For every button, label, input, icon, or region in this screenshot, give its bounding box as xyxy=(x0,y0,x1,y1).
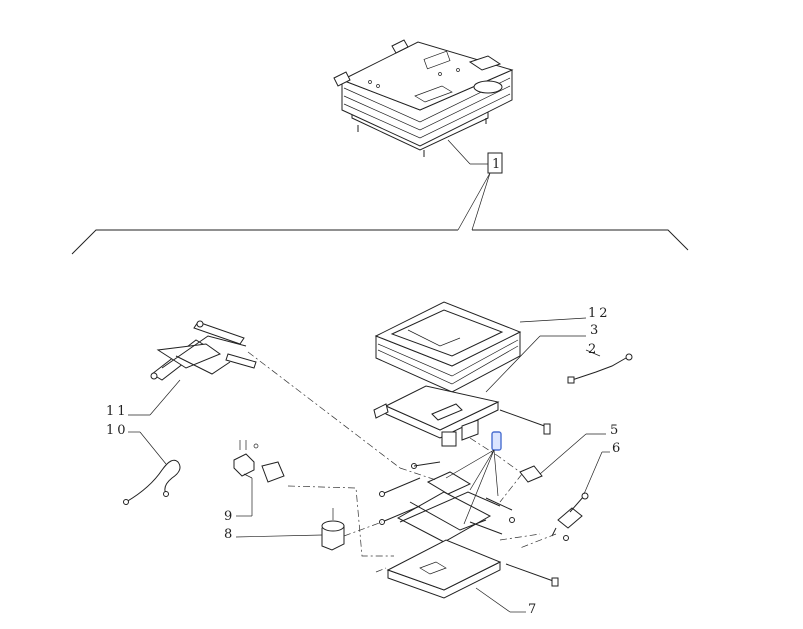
callout-7[interactable]: 7 xyxy=(475,587,539,617)
explode-bracket xyxy=(71,229,689,255)
callout-8[interactable]: 8 xyxy=(224,527,323,542)
part-6-shock-absorber[interactable] xyxy=(551,492,589,541)
part-5-block[interactable] xyxy=(519,465,543,483)
callout-1-label: 1 xyxy=(492,157,500,172)
part-2-lever[interactable] xyxy=(567,353,633,384)
label-7: 7 xyxy=(528,602,539,617)
callout-5[interactable]: 5 xyxy=(539,423,621,475)
callout-1[interactable]: 1 xyxy=(447,139,503,231)
callout-6[interactable]: 6 xyxy=(583,441,623,495)
part-11-slide-frame[interactable] xyxy=(150,320,257,381)
highlighted-callout[interactable] xyxy=(445,431,502,525)
scissor-mechanism[interactable] xyxy=(379,461,515,543)
label-3: 3 xyxy=(590,323,601,338)
callout-10[interactable]: 10 xyxy=(106,423,167,465)
part-10-cable[interactable] xyxy=(123,459,181,505)
callout-12[interactable]: 12 xyxy=(519,306,611,323)
label-10: 10 xyxy=(106,423,129,438)
label-12: 12 xyxy=(588,306,611,321)
label-6: 6 xyxy=(612,441,623,456)
seat-assembly[interactable] xyxy=(333,39,514,157)
label-9: 9 xyxy=(224,509,235,524)
label-5: 5 xyxy=(610,423,621,438)
part-8-bumper[interactable] xyxy=(321,508,345,551)
part-12-bellows-frame[interactable] xyxy=(374,301,522,393)
label-8: 8 xyxy=(224,527,235,542)
label-2: 2 xyxy=(588,342,599,357)
assembly-lines xyxy=(247,351,557,573)
part-7-base-plate[interactable] xyxy=(386,539,559,599)
callout-11[interactable]: 11 xyxy=(106,379,181,419)
callout-2[interactable]: 2 xyxy=(585,342,601,357)
label-11: 11 xyxy=(106,404,129,419)
callout-9[interactable]: 9 xyxy=(224,473,253,524)
callout-3[interactable]: 3 xyxy=(485,323,601,393)
part-3-top-plate[interactable] xyxy=(373,385,551,447)
part-9-damper-mount[interactable] xyxy=(233,440,285,483)
